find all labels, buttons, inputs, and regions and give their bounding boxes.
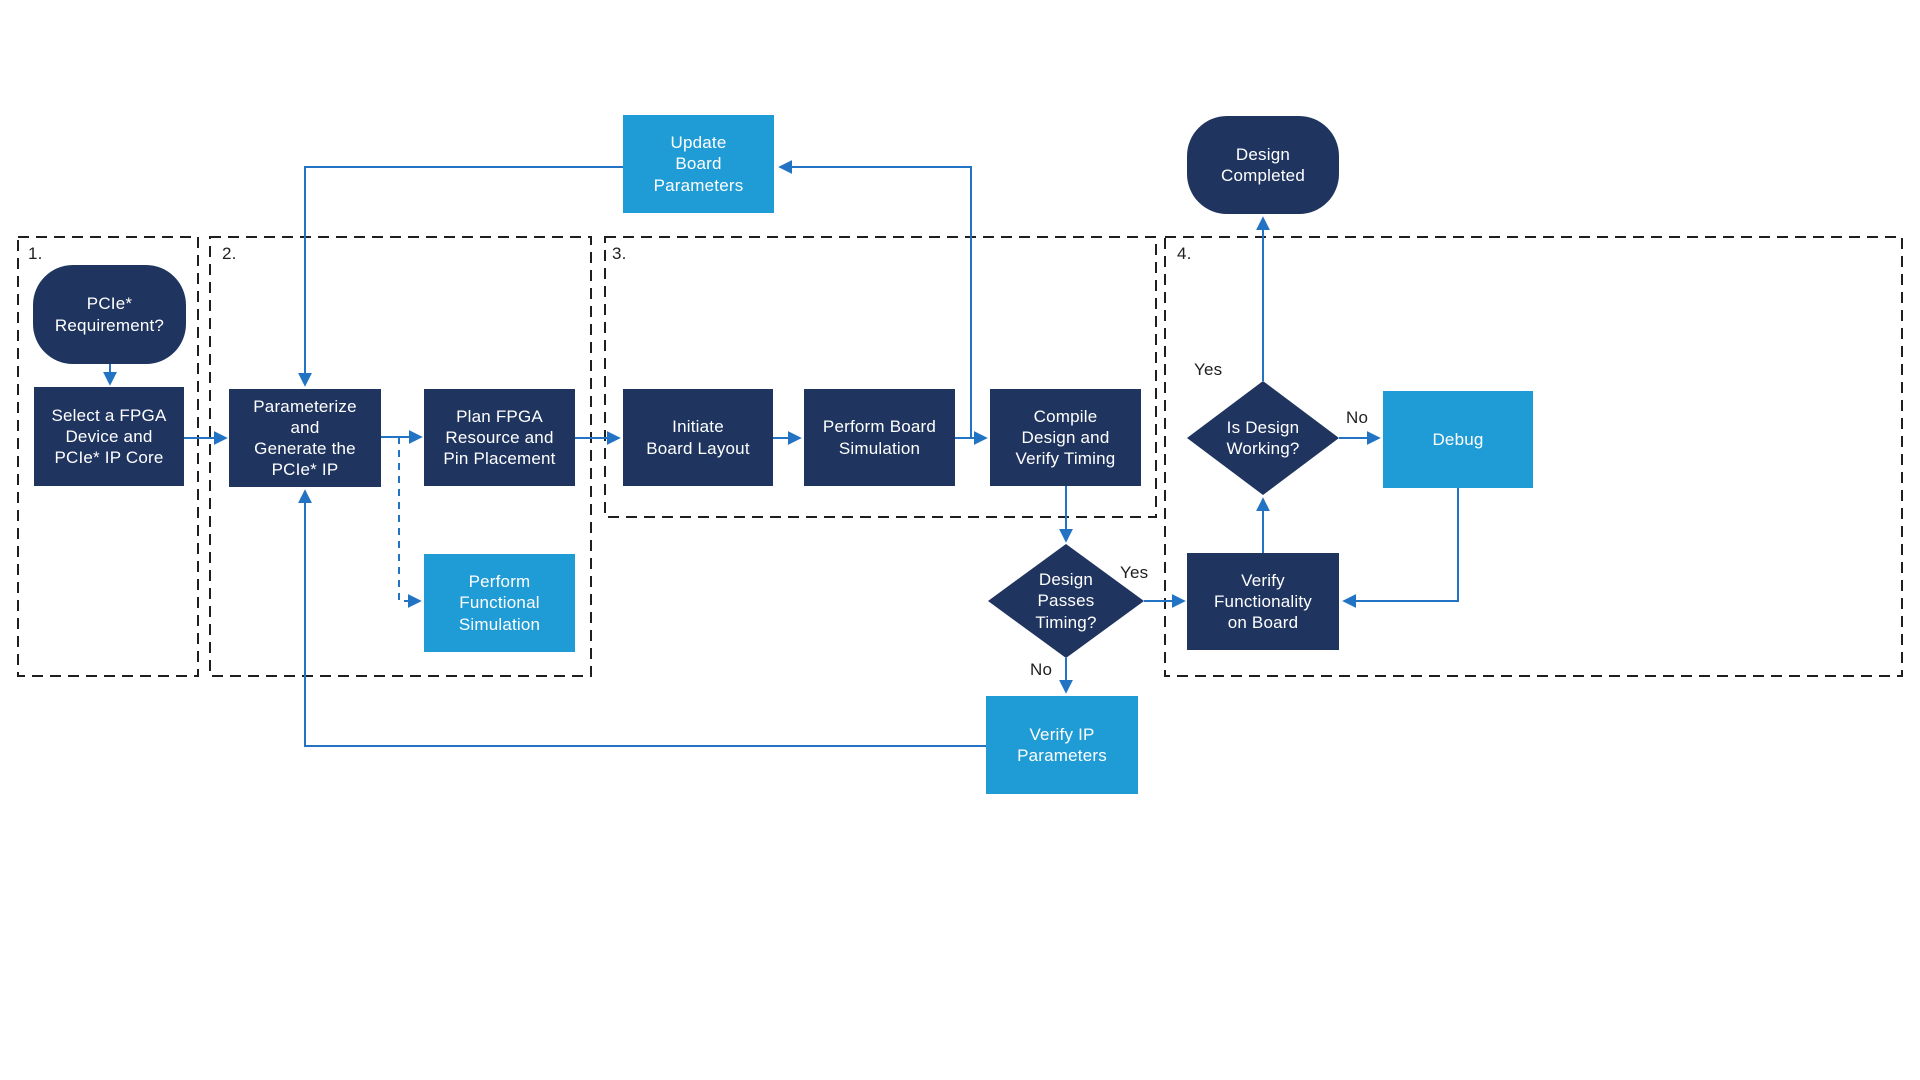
node-is-design-working-label: Is Design Working? — [1226, 417, 1300, 458]
node-select-fpga-device-label: Select a FPGA Device and PCIe* IP Core — [51, 405, 167, 468]
node-verify-ip-parameters: Verify IP Parameters — [986, 696, 1138, 794]
section-1-label: 1. — [28, 244, 43, 263]
node-design-completed: Design Completed — [1187, 116, 1339, 214]
node-parameterize-generate-ip: Parameterize and Generate the PCIe* IP — [229, 389, 381, 487]
edge-debug-to-verify-functionality — [1342, 488, 1459, 608]
node-select-fpga-device: Select a FPGA Device and PCIe* IP Core — [34, 387, 184, 486]
section-3-frame — [604, 236, 1157, 518]
edge-junction-to-update-board — [778, 160, 972, 438]
section-3-label: 3. — [612, 244, 627, 263]
section-2-frame — [209, 236, 592, 677]
node-compile-design-verify-timing-label: Compile Design and Verify Timing — [1015, 406, 1116, 469]
design-passes-yes-label: Yes — [1120, 563, 1149, 582]
node-update-board-parameters: Update Board Parameters — [623, 115, 774, 213]
node-plan-fpga-resource-label: Plan FPGA Resource and Pin Placement — [443, 406, 556, 469]
node-debug-label: Debug — [1432, 429, 1484, 449]
node-perform-board-simulation-label: Perform Board Simulation — [822, 417, 937, 458]
edge-update-board-to-parameterize — [298, 166, 623, 387]
node-update-board-parameters-label: Update Board Parameters — [653, 133, 744, 195]
section-1-frame — [17, 236, 199, 677]
node-verify-ip-parameters-label: Verify IP Parameters — [1017, 724, 1107, 765]
section-4-label: 4. — [1177, 244, 1192, 263]
node-plan-fpga-resource: Plan FPGA Resource and Pin Placement — [424, 389, 575, 486]
node-initiate-board-layout: Initiate Board Layout — [623, 389, 773, 486]
node-compile-design-verify-timing: Compile Design and Verify Timing — [990, 389, 1141, 486]
node-initiate-board-layout-label: Initiate Board Layout — [646, 417, 750, 458]
node-verify-functionality-on-board-label: Verify Functionality on Board — [1213, 570, 1313, 633]
section-4-frame — [1164, 236, 1903, 677]
node-perform-functional-simulation: Perform Functional Simulation — [424, 554, 575, 652]
node-perform-board-simulation: Perform Board Simulation — [804, 389, 955, 486]
node-parameterize-generate-ip-label: Parameterize and Generate the PCIe* IP — [253, 396, 357, 480]
edge-verify-ip-to-parameterize — [298, 489, 986, 747]
node-pcie-requirement: PCIe* Requirement? — [33, 265, 186, 364]
node-pcie-requirement-label: PCIe* Requirement? — [54, 294, 165, 335]
is-design-working-yes-label: Yes — [1194, 360, 1223, 379]
node-perform-functional-simulation-label: Perform Functional Simulation — [458, 572, 541, 634]
edge-parameterize-to-functional-sim — [398, 437, 422, 608]
is-design-working-no-label: No — [1346, 408, 1369, 427]
node-verify-functionality-on-board: Verify Functionality on Board — [1187, 553, 1339, 650]
section-2-label: 2. — [222, 244, 237, 263]
node-design-completed-label: Design Completed — [1220, 144, 1305, 185]
node-debug: Debug — [1383, 391, 1533, 488]
design-passes-no-label: No — [1030, 660, 1053, 679]
node-design-passes-timing-label: Design Passes Timing? — [1035, 570, 1097, 632]
